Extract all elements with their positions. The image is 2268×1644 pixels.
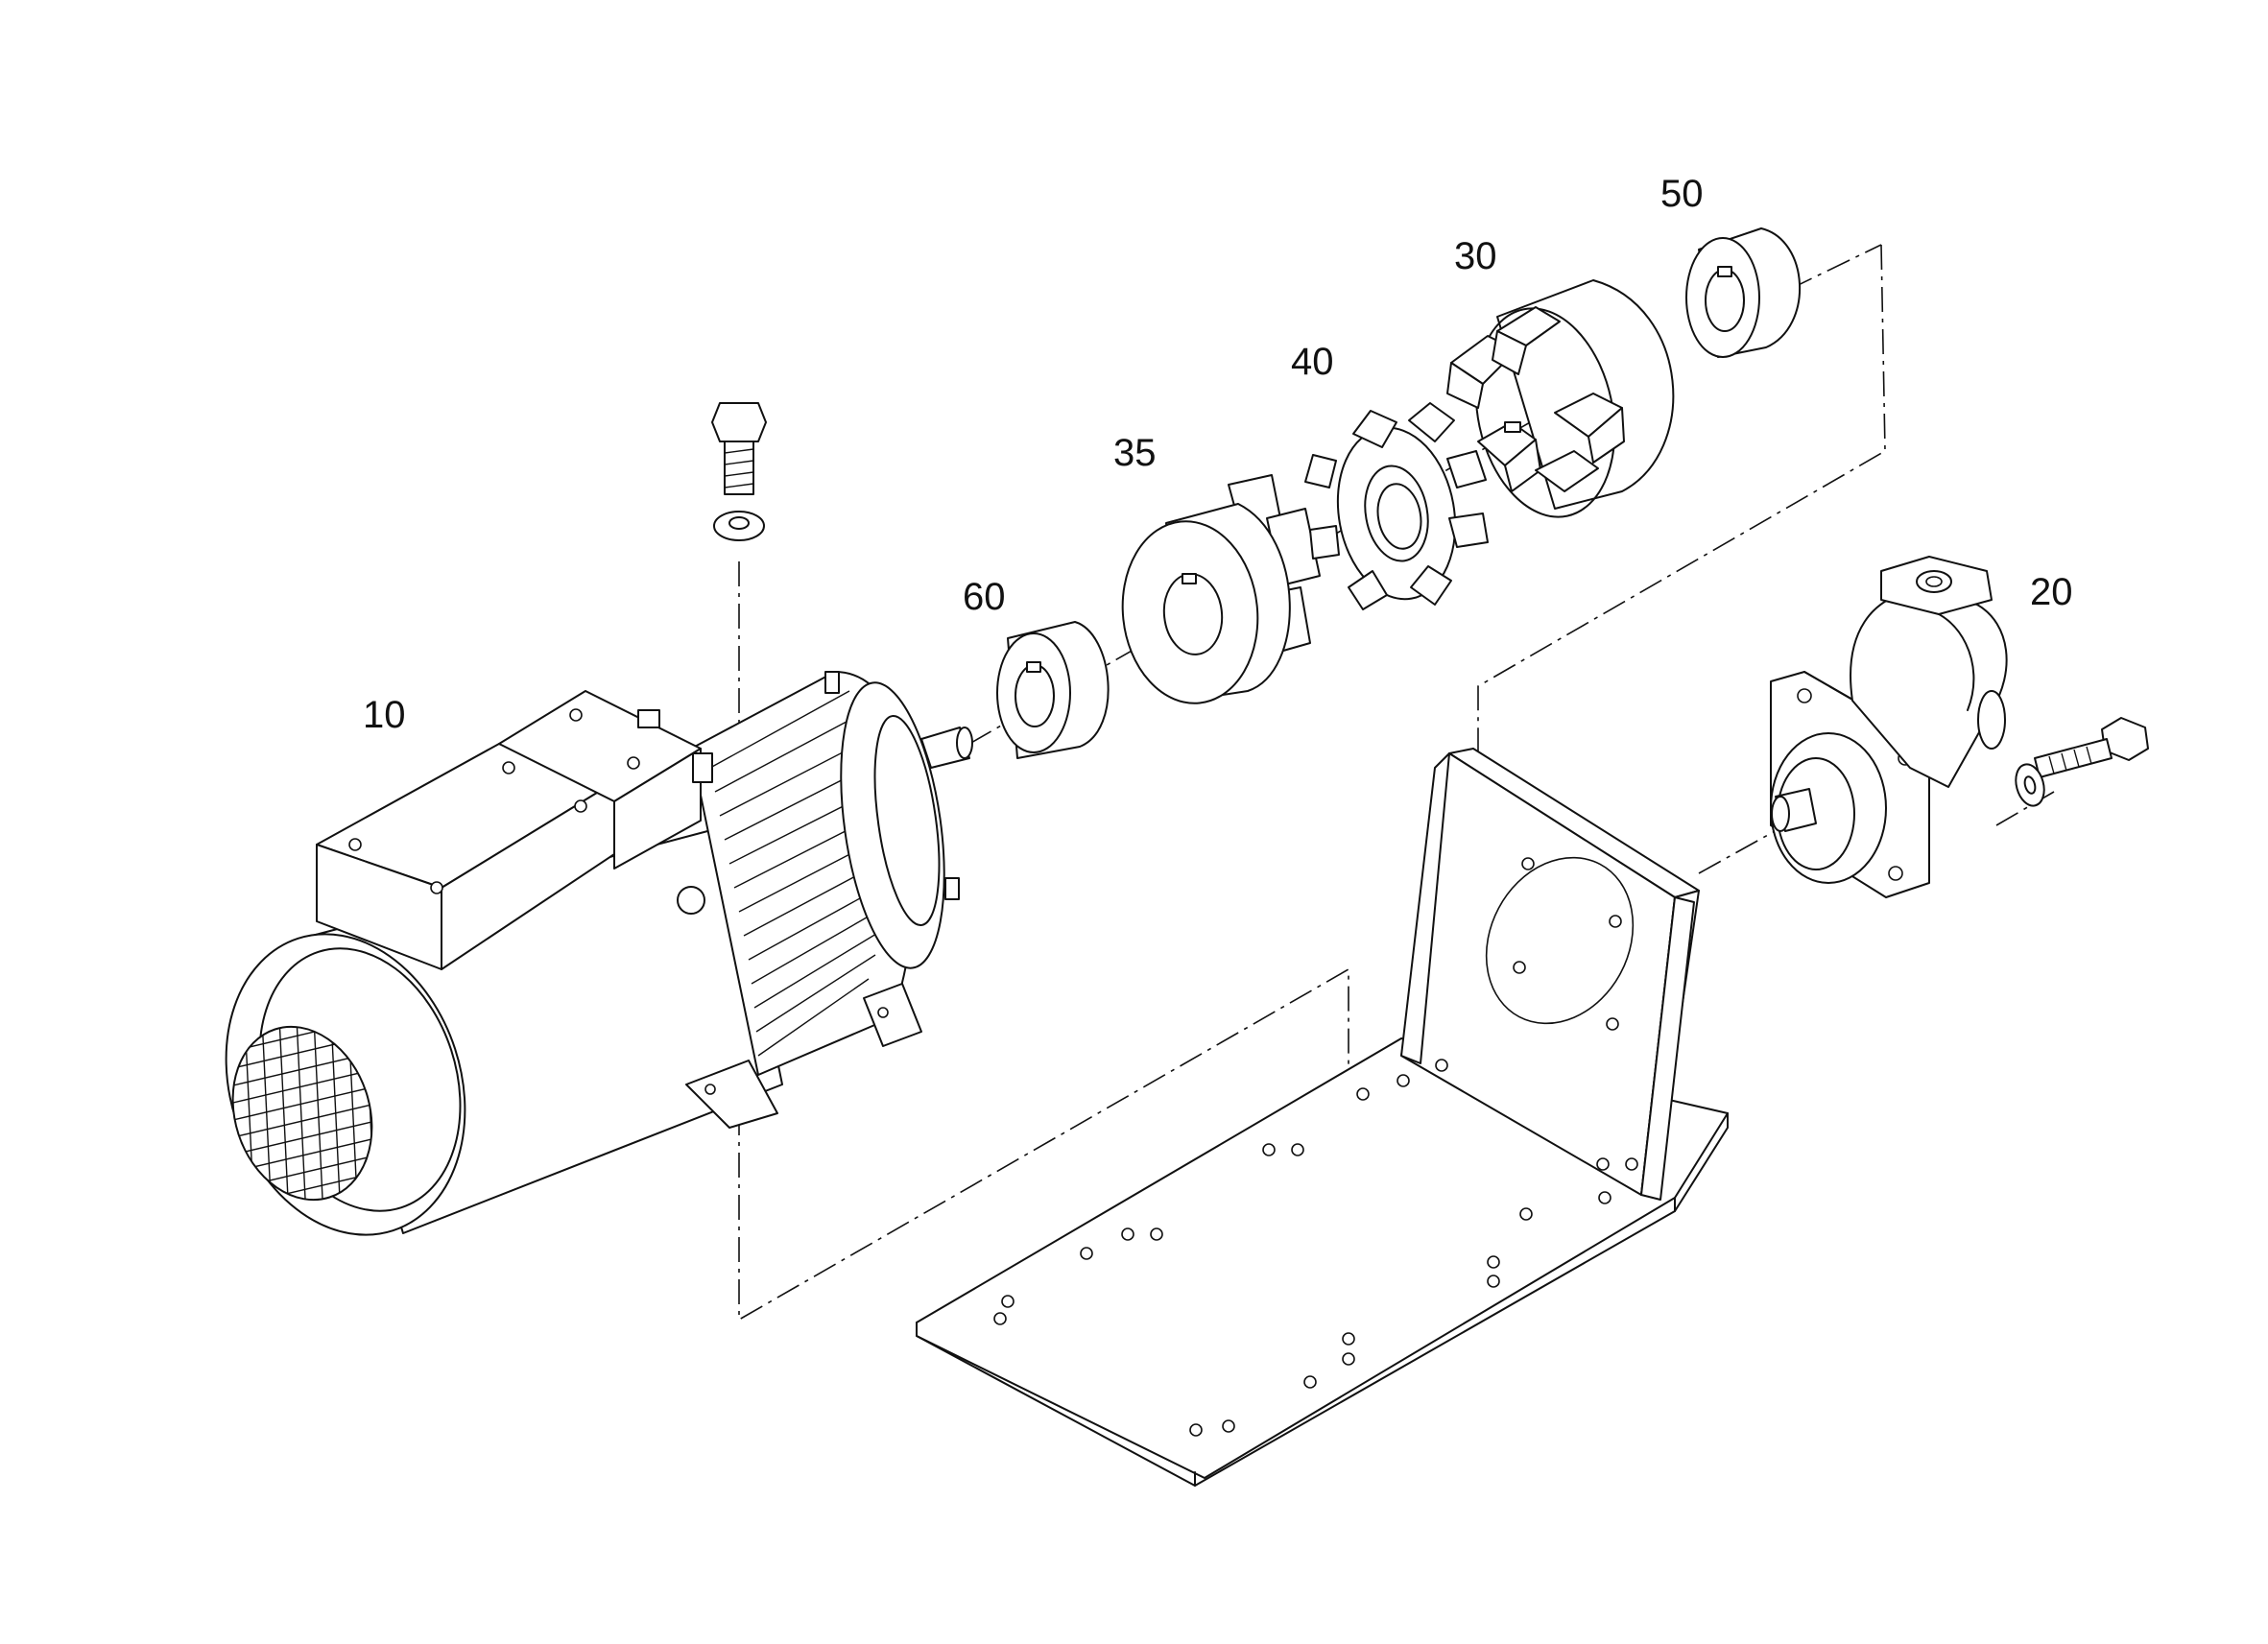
spider-element: [1304, 402, 1489, 610]
taper-bush-motor: [996, 621, 1110, 759]
callout-coupling-hub-motor: 35: [1113, 432, 1157, 474]
callout-pump: 20: [2030, 571, 2073, 613]
washer-icon: [713, 511, 765, 541]
taper-bush-pump: [1685, 227, 1802, 358]
callout-taper-bush-pump: 50: [1660, 173, 1704, 215]
hex-bolt-icon: [711, 402, 767, 495]
coupling-hub-pump: [1446, 279, 1675, 518]
washer-icon: [2015, 763, 2045, 807]
callout-coupling-hub-pump: 30: [1454, 235, 1497, 277]
callout-spider: 40: [1291, 341, 1334, 383]
hex-bolt-icon: [2034, 717, 2149, 778]
coupling-hub-motor: [1121, 474, 1321, 704]
hydraulic-pump: [1770, 556, 2008, 898]
callout-motor: 10: [363, 694, 406, 736]
base-frame: [916, 748, 1729, 1487]
electric-motor: [220, 671, 973, 1236]
callout-taper-bush-motor: 60: [963, 576, 1006, 618]
